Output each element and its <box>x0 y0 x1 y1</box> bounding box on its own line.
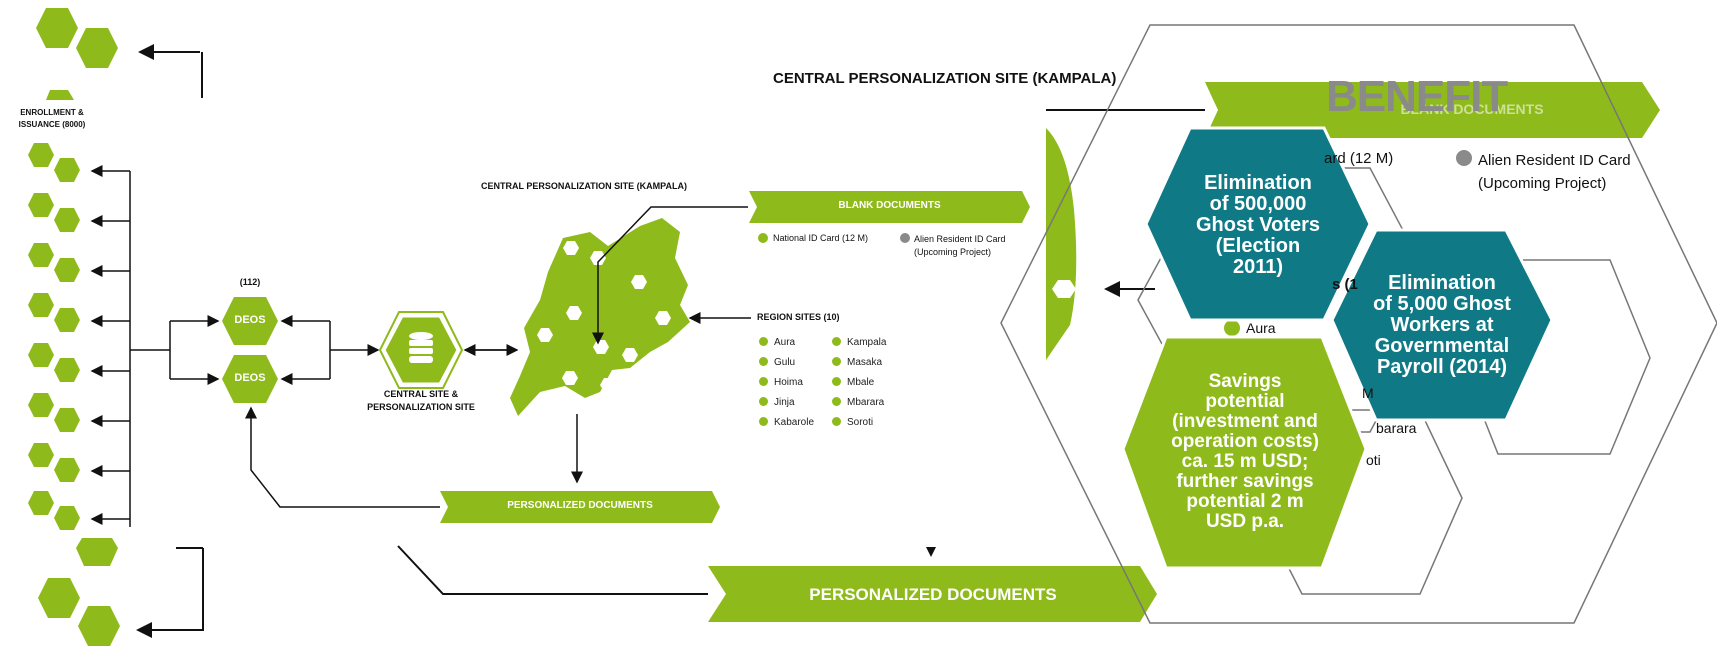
region-aura: Aura <box>759 337 795 348</box>
aura-bullet-large <box>1224 320 1240 336</box>
enrollment-label: ENROLLMENT & ISSUANCE (8000) <box>18 108 86 129</box>
national-id-bullet-small <box>758 233 768 243</box>
blank-documents-label-small: BLANK DOCUMENTS <box>838 200 941 211</box>
personalized-documents-banner-small <box>440 491 720 523</box>
blank-documents-banner-small <box>749 191 1030 223</box>
aura-label-large: Aura <box>1246 320 1276 336</box>
benefit-hex-ghost-workers <box>1330 228 1554 422</box>
enrollment-hex-bottom <box>38 578 120 646</box>
region-hoima: Hoima <box>759 377 803 388</box>
region-mbarara: Mbarara <box>832 397 884 408</box>
enrollment-hex-bottom-partial <box>76 538 118 566</box>
blank-documents-banner-large <box>1205 82 1660 138</box>
alien-id-bullet-large <box>1456 150 1472 166</box>
m-fragment-large: M <box>1362 385 1374 401</box>
deos-central-links <box>280 315 519 385</box>
kampala-title-small: CENTRAL PERSONALIZATION SITE (KAMPALA) <box>481 181 687 191</box>
benefit-hex-savings <box>1121 335 1368 570</box>
deos-count-label: (112) <box>239 277 261 287</box>
database-icon <box>409 332 433 363</box>
mbarara-fragment-large: barara <box>1376 420 1417 436</box>
alien-id-bullet-small <box>900 233 910 243</box>
benefit-ghost-voters-text: Elimination of 500,000 Ghost Voters (Ele… <box>1195 171 1321 278</box>
map-marker-large <box>1052 280 1076 298</box>
deos-hex-bottom <box>222 355 278 403</box>
central-site-label: CENTRAL SITE & PERSONALIZATION SITE <box>367 389 475 412</box>
region-soroti: Soroti <box>832 417 873 428</box>
personalized-documents-label-small: PERSONALIZED DOCUMENTS <box>507 500 653 511</box>
enrollment-hex-partial <box>46 90 74 100</box>
enrollment-hex-column <box>28 143 80 530</box>
map-links <box>245 206 751 508</box>
benefit-ghost-workers-text: Elimination of 5,000 Ghost Workers at Go… <box>1373 271 1511 378</box>
arrow-bottom-left <box>136 548 204 638</box>
region-masaka: Masaka <box>832 357 882 368</box>
personalized-documents-banner-large <box>708 566 1157 622</box>
personalized-documents-label-large: PERSONALIZED DOCUMENTS <box>809 585 1057 604</box>
map-fragment-large <box>1046 128 1077 360</box>
region-sites-title-small: REGION SITES (10) <box>757 312 840 322</box>
kampala-title-large: CENTRAL PERSONALIZATION SITE (KAMPALA) <box>773 70 1117 87</box>
region-kampala: Kampala <box>832 337 886 348</box>
benefit-savings-text: Savings potential (investment and operat… <box>1171 371 1319 532</box>
region-kabarole: Kabarole <box>759 417 814 428</box>
soroti-fragment-large: oti <box>1366 452 1381 468</box>
benefit-title: BENEFIT <box>1326 72 1508 121</box>
benefit-hex-ghost-voters <box>1144 126 1372 322</box>
deos-bottom-label: DEOS <box>234 372 266 384</box>
alien-id-label-small: Alien Resident ID Card (Upcoming Project… <box>914 234 1006 257</box>
blank-documents-fragment-large: BLANK DOCUMENTS <box>1400 101 1544 117</box>
region-jinja: Jinja <box>759 397 795 408</box>
map-site-markers <box>537 241 671 392</box>
enrollment-hex-top <box>36 8 118 68</box>
region-mbale: Mbale <box>832 377 874 388</box>
enrollment-bus <box>90 165 220 527</box>
region-gulu: Gulu <box>759 357 795 368</box>
personalized-link-large <box>397 545 708 595</box>
region-fragment-large: s (1 <box>1332 276 1358 293</box>
deos-top-label: DEOS <box>234 314 266 326</box>
uganda-map <box>510 218 690 416</box>
national-id-label-small: National ID Card (12 M) <box>773 233 869 243</box>
national-id-fragment-large: ard (12 M) <box>1324 150 1394 167</box>
arrowhead-large <box>926 547 936 557</box>
deos-hex-top <box>222 297 278 345</box>
alien-id-label-large: Alien Resident ID Card (Upcoming Project… <box>1478 152 1631 192</box>
